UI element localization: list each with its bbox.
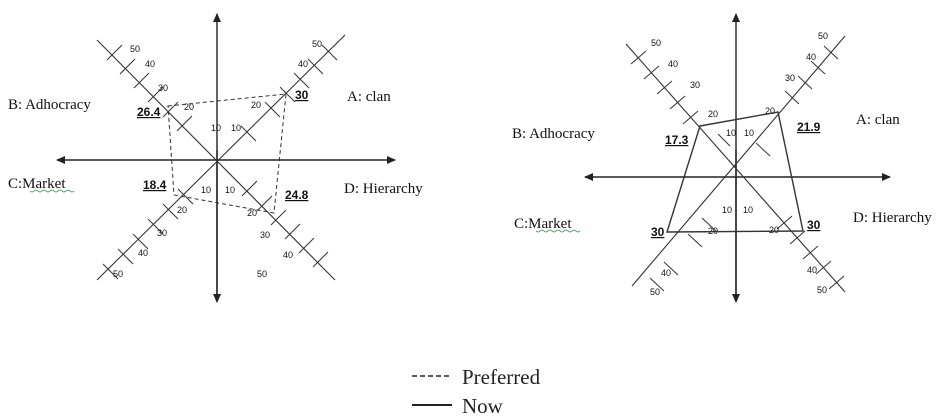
tick-label-20: 20 [247,208,257,218]
right-quadrant-d-label: D: Hierarchy [853,210,932,226]
tick-label-20: 20 [708,109,718,119]
tick-label-50: 50 [130,44,140,54]
tick-label-50: 50 [257,269,267,279]
left-ticks-ca [102,44,338,280]
tick-label-40: 40 [138,248,148,258]
left-quadrant-b-label: B: Adhocracy [8,97,91,113]
tick-label-50: 50 [651,38,661,48]
legend-preferred-label: Preferred [462,365,541,389]
tick-label-30: 30 [690,80,700,90]
right-now-polygon [666,111,804,233]
right-quadrant-a-label: A: clan [856,112,900,128]
tick-label-50: 50 [113,269,123,279]
left-value-a: 30 [295,88,309,102]
tick-label-50: 50 [817,285,827,295]
right-value-c: 30 [651,225,665,239]
tick-label-50: 50 [818,31,828,41]
tick-label-40: 40 [145,59,155,69]
tick-label-40: 40 [298,59,308,69]
right-diagonal-ca [631,35,846,287]
left-value-d: 24.8 [285,188,309,202]
tick-label-10: 10 [201,185,211,195]
tick-label-30: 30 [260,230,270,240]
tick-label-10: 10 [225,185,235,195]
tick-label-40: 40 [661,268,671,278]
tick-label-20: 20 [177,205,187,215]
right-tick-labels: 50 40 30 20 10 10 50 40 30 20 10 10 20 2… [650,31,828,297]
tick-label-20: 20 [765,106,775,116]
legend: Preferred Now [412,365,541,417]
left-value-b: 26.4 [137,105,161,119]
tick-label-40: 40 [806,52,816,62]
tick-label-40: 40 [807,265,817,275]
left-diagram: 50 40 30 20 10 50 40 20 10 10 10 20 20 3… [8,13,423,303]
left-quadrant-d-label: D: Hierarchy [344,181,423,197]
left-value-c: 18.4 [143,178,167,192]
right-value-a: 21.9 [797,120,821,134]
right-ticks-bd [630,50,845,290]
right-diagram: 50 40 30 20 10 10 50 40 30 20 10 10 20 2… [512,13,932,303]
right-value-d: 30 [807,218,821,232]
tick-label-10: 10 [211,123,221,133]
left-tick-labels: 50 40 30 20 10 50 40 20 10 10 10 20 20 3… [113,39,322,279]
left-ticks-bd [106,44,329,268]
legend-now-label: Now [462,394,504,417]
left-quadrant-c-label: C:Market [8,176,66,192]
tick-label-30: 30 [157,228,167,238]
spellcheck-underline [535,229,581,233]
tick-label-10: 10 [722,205,732,215]
tick-label-10: 10 [744,128,754,138]
tick-label-30: 30 [785,73,795,83]
tick-label-30: 30 [158,83,168,93]
right-quadrant-b-label: B: Adhocracy [512,126,595,142]
left-preferred-polygon [167,93,287,214]
left-diagonal-ca [96,34,346,281]
right-value-b: 17.3 [665,133,689,147]
tick-label-20: 20 [769,225,779,235]
right-quadrant-c-label: C:Market [514,216,572,232]
right-ticks-ca [649,45,839,292]
left-diagonal-bd [96,39,336,281]
tick-label-40: 40 [283,250,293,260]
tick-label-10: 10 [726,128,736,138]
tick-label-10: 10 [743,205,753,215]
right-diagonal-bd [625,43,846,293]
tick-label-50: 50 [312,39,322,49]
spellcheck-underline [29,189,75,193]
tick-label-50: 50 [650,287,660,297]
tick-label-20: 20 [184,102,194,112]
tick-label-20: 20 [251,100,261,110]
left-quadrant-a-label: A: clan [347,89,391,105]
tick-label-10: 10 [231,123,241,133]
tick-label-40: 40 [668,59,678,69]
